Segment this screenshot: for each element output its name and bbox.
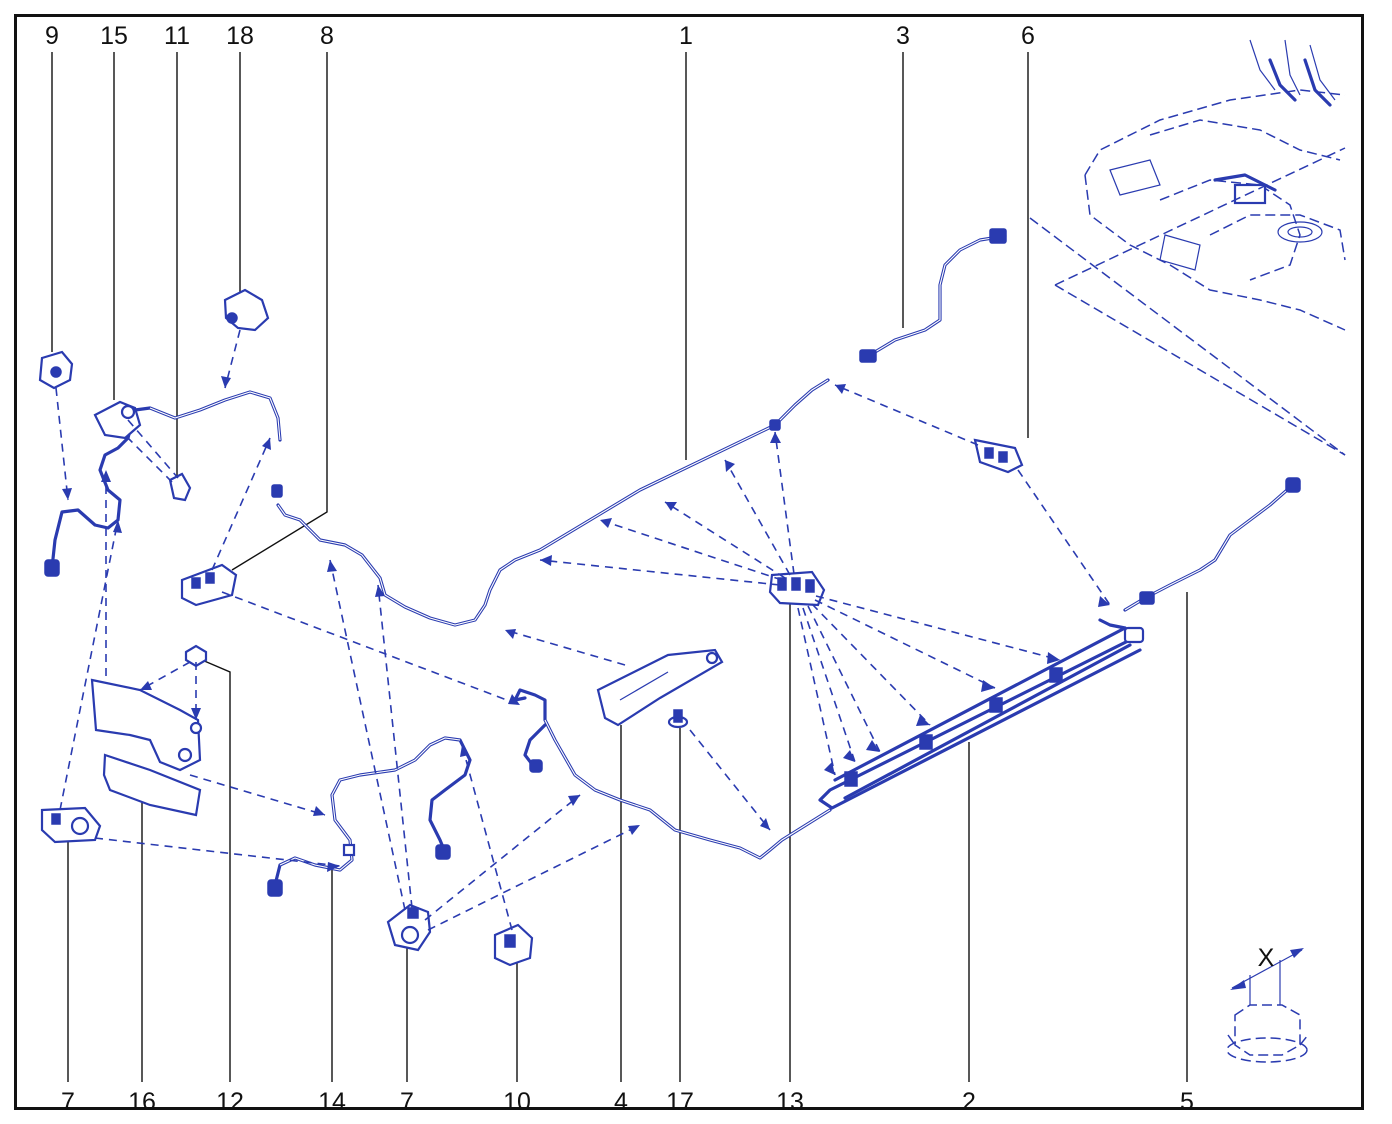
bracket-4 — [596, 648, 724, 727]
clip-7-left — [40, 806, 102, 844]
callout-12: 12 — [216, 1088, 244, 1116]
clip-11 — [168, 472, 192, 502]
vehicle-body-section — [1029, 39, 1346, 456]
bolt-17 — [667, 709, 689, 729]
arrowheads — [62, 376, 1110, 872]
pipe-upper-left — [44, 390, 283, 577]
diagram-frame — [14, 14, 1364, 1110]
pipe-lower-centre — [513, 688, 832, 860]
detail-x-label: X — [1258, 944, 1275, 972]
leader-lines — [51, 52, 1188, 1082]
callout-15: 15 — [100, 22, 128, 50]
callout-13: 13 — [776, 1088, 804, 1116]
callout-14: 14 — [318, 1088, 346, 1116]
callout-10: 10 — [503, 1088, 531, 1116]
clip-13 — [768, 570, 826, 607]
callout-9: 9 — [45, 22, 59, 50]
bottom-callouts: 7 16 12 14 7 10 4 17 13 2 5 — [61, 1088, 1194, 1116]
callout-17: 17 — [666, 1088, 694, 1116]
valve-15 — [93, 400, 142, 440]
callout-16: 16 — [128, 1088, 156, 1116]
pipe-bundle-2 — [818, 618, 1145, 810]
pipe-14 — [267, 736, 472, 897]
callout-18: 18 — [226, 22, 254, 50]
shield-16 — [90, 678, 203, 817]
callout-5: 5 — [1180, 1088, 1194, 1116]
clip-10 — [493, 923, 534, 967]
detail-x: X — [1226, 944, 1309, 1063]
clip-7-mid — [386, 903, 432, 952]
clip-9 — [38, 350, 74, 390]
pipe-5 — [1123, 477, 1301, 612]
nut-12 — [184, 644, 208, 668]
clip-6 — [973, 438, 1024, 474]
top-callouts: 9 15 11 18 8 1 3 6 — [45, 22, 1035, 50]
clip-18 — [223, 288, 270, 332]
callout-8: 8 — [320, 22, 334, 50]
pipe-3 — [859, 228, 1007, 363]
callout-2: 2 — [962, 1088, 976, 1116]
pipe-1 — [276, 378, 830, 627]
callout-11: 11 — [164, 22, 190, 50]
callout-3: 3 — [896, 22, 910, 50]
callout-6: 6 — [1021, 22, 1035, 50]
callout-1: 1 — [679, 22, 693, 50]
callout-7-left: 7 — [61, 1088, 75, 1116]
callout-7-mid: 7 — [400, 1088, 414, 1116]
assembly-arrows — [55, 329, 1111, 931]
clip-8 — [180, 563, 238, 607]
callout-4: 4 — [614, 1088, 628, 1116]
